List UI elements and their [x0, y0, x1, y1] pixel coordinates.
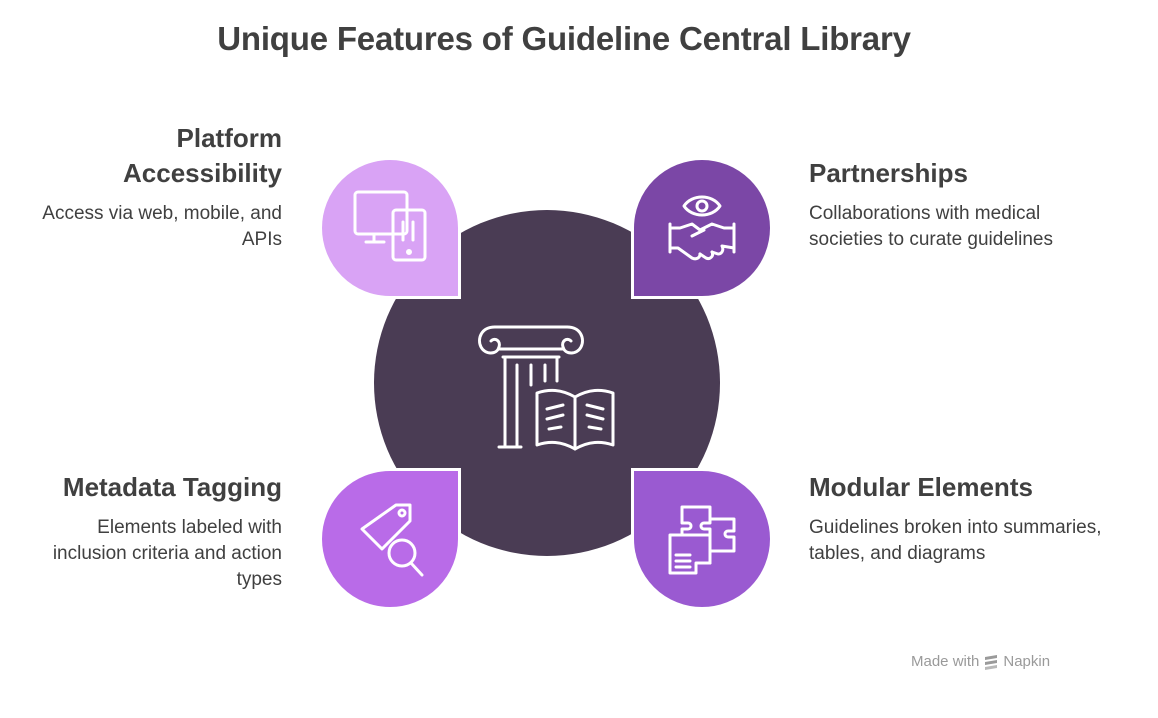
feature-petal-partnerships — [631, 157, 773, 299]
handshake-eye-icon — [668, 195, 736, 261]
feature-petal-modular — [631, 468, 773, 610]
made-with-label: Made with — [911, 653, 980, 670]
napkin-brand-label: Napkin — [1003, 653, 1051, 670]
napkin-logo-icon — [985, 654, 998, 670]
feature-heading: Platform Accessibility — [123, 123, 282, 188]
puzzle-modules-icon — [668, 505, 736, 575]
page-title: Unique Features of Guideline Central Lib… — [217, 20, 911, 57]
feature-metadata-tagging: Metadata Tagging Elements labeled with i… — [30, 470, 282, 593]
tag-search-icon — [360, 503, 424, 577]
feature-modular-elements: Modular Elements Guidelines broken into … — [809, 470, 1109, 567]
feature-description: Collaborations with medical societies to… — [809, 203, 1053, 250]
feature-description: Access via web, mobile, and APIs — [42, 203, 282, 250]
devices-icon — [353, 190, 427, 262]
feature-partnerships: Partnerships Collaborations with medical… — [809, 156, 1109, 253]
feature-petal-platform — [319, 157, 461, 299]
library-column-book-icon — [465, 305, 625, 465]
feature-heading: Modular Elements — [809, 472, 1033, 502]
feature-description: Elements labeled with inclusion criteria… — [52, 517, 282, 590]
feature-description: Guidelines broken into summaries, tables… — [809, 517, 1102, 564]
feature-heading: Metadata Tagging — [62, 472, 282, 502]
footer-attribution: Made with Napkin — [911, 653, 1050, 670]
feature-heading: Partnerships — [809, 158, 968, 188]
feature-platform-accessibility: Platform Accessibility Access via web, m… — [30, 121, 282, 253]
feature-petal-metadata — [319, 468, 461, 610]
